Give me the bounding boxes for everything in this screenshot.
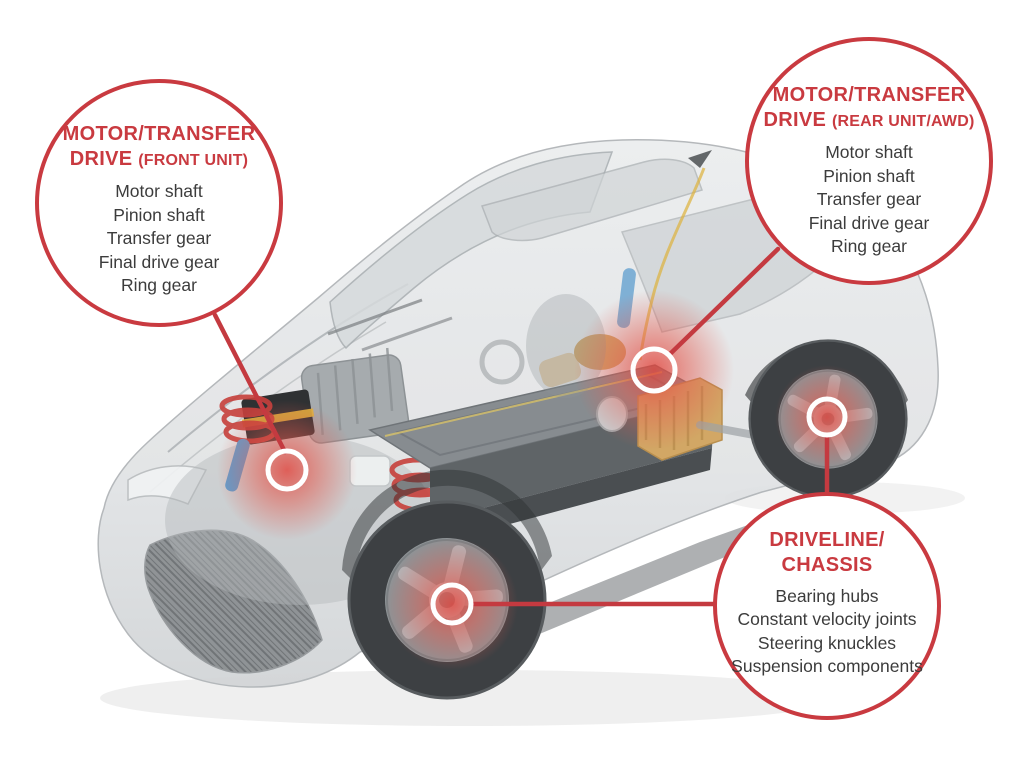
callout-title-line2: CHASSIS xyxy=(781,553,873,576)
sunroof xyxy=(481,158,703,242)
wiper xyxy=(327,298,423,336)
callout-item: Final drive gear xyxy=(808,212,930,233)
callout-item: Steering knuckles xyxy=(757,632,897,653)
front-wheel-arch xyxy=(342,469,552,584)
callout-item: Constant velocity joints xyxy=(737,609,917,629)
rear-wheel-glow xyxy=(775,365,879,469)
callout-item: Suspension components xyxy=(731,656,923,676)
callout-title-line1: MOTOR/TRANSFER xyxy=(772,84,966,107)
callout-item: Pinion shaft xyxy=(823,165,915,186)
callout-driveline-chassis: DRIVELINE/ CHASSIS Bearing hubs Constant… xyxy=(713,492,941,720)
callout-title-line1: DRIVELINE/ xyxy=(769,528,885,551)
wiper-2 xyxy=(361,316,453,352)
callout-title: DRIVELINE/ CHASSIS xyxy=(731,528,923,578)
callout-item: Transfer gear xyxy=(106,228,212,249)
rear-motor-hotspot-ring xyxy=(630,346,678,394)
front-grille xyxy=(144,529,323,674)
callout-driveline-content: DRIVELINE/ CHASSIS Bearing hubs Constant… xyxy=(731,528,923,679)
headlight xyxy=(127,465,208,505)
callout-title: MOTOR/TRANSFER DRIVE (FRONT UNIT) xyxy=(63,122,256,173)
callout-rear-unit-content: MOTOR/TRANSFER DRIVE (REAR UNIT/AWD) Mot… xyxy=(763,83,974,259)
callout-rear-unit: MOTOR/TRANSFER DRIVE (REAR UNIT/AWD) Mot… xyxy=(745,37,993,285)
front-motor-hotspot-ring xyxy=(265,448,309,492)
connector-rear-unit xyxy=(666,246,781,358)
callout-title-qualifier: (FRONT UNIT) xyxy=(138,152,249,170)
callout-item: Motor shaft xyxy=(825,142,913,163)
callout-item: Motor shaft xyxy=(115,181,203,202)
callout-item: Ring gear xyxy=(121,275,197,296)
callout-item-list: Motor shaft Pinion shaft Transfer gear F… xyxy=(63,180,256,298)
front-wheel-hotspot-ring xyxy=(430,582,474,626)
callout-front-unit: MOTOR/TRANSFER DRIVE (FRONT UNIT) Motor … xyxy=(35,79,283,327)
callout-title: MOTOR/TRANSFER DRIVE (REAR UNIT/AWD) xyxy=(763,83,974,134)
antenna-fin-icon xyxy=(688,150,712,168)
callout-item: Bearing hubs xyxy=(775,585,879,606)
connector-lines xyxy=(212,246,830,607)
callout-title-line2: DRIVE xyxy=(763,109,827,132)
callout-item: Final drive gear xyxy=(98,251,220,272)
steering-wheel xyxy=(479,339,525,385)
connector-front-unit xyxy=(212,312,288,455)
hotspot-rings xyxy=(265,346,848,626)
callout-item: Ring gear xyxy=(831,236,907,257)
callout-item-list: Motor shaft Pinion shaft Transfer gear F… xyxy=(763,141,974,259)
front-wheel-glow xyxy=(386,538,518,670)
callout-front-unit-content: MOTOR/TRANSFER DRIVE (FRONT UNIT) Motor … xyxy=(63,122,256,298)
callout-item: Transfer gear xyxy=(816,189,922,210)
callout-item-list: Bearing hubs Constant velocity joints St… xyxy=(731,585,923,679)
callout-title-qualifier: (REAR UNIT/AWD) xyxy=(831,113,975,131)
front-motor-glow xyxy=(217,400,357,540)
callout-title-line1: MOTOR/TRANSFER xyxy=(62,123,256,146)
seat-front xyxy=(538,352,582,388)
callout-item: Pinion shaft xyxy=(113,204,205,225)
callout-title-line2: DRIVE xyxy=(69,148,133,171)
rear-wheel-hotspot-ring xyxy=(806,396,848,438)
